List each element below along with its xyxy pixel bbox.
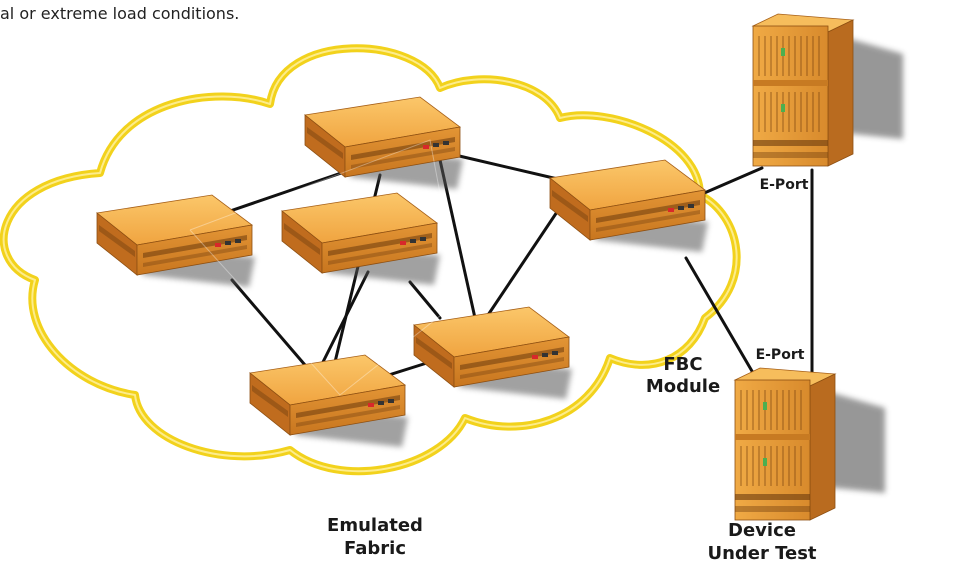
dut-chassis-icon [735,368,885,520]
fabric-switch-icon [305,97,463,189]
emulated-fabric-label-line1: Emulated [327,515,423,536]
link-line [700,166,764,196]
link-line [486,198,567,317]
link-line [408,280,442,320]
fbc-module-label-line2: Module [646,376,720,397]
link-line [313,270,370,380]
fabric-switch-icon [414,307,572,399]
link-line [684,256,758,380]
fabric-switch-icon [97,195,255,287]
fbc-module-label-line1: FBC [663,354,702,375]
fbc-module-switch-icon [550,160,708,252]
device-under-test-label-line1: Device [728,520,796,541]
link-line [453,153,564,182]
intro-text: al or extreme load conditions. [0,4,239,23]
link-line [230,278,307,367]
e-port-label-bottom: E-Port [756,347,805,363]
fabric-switch-icon [250,355,408,447]
device-under-test-label-line2: Under Test [707,543,816,561]
emulated-fabric-label-line2: Fabric [344,538,406,559]
fabric-switch-icon [282,193,440,285]
dut-chassis-icon [753,14,903,166]
e-port-label-top: E-Port [760,177,809,193]
